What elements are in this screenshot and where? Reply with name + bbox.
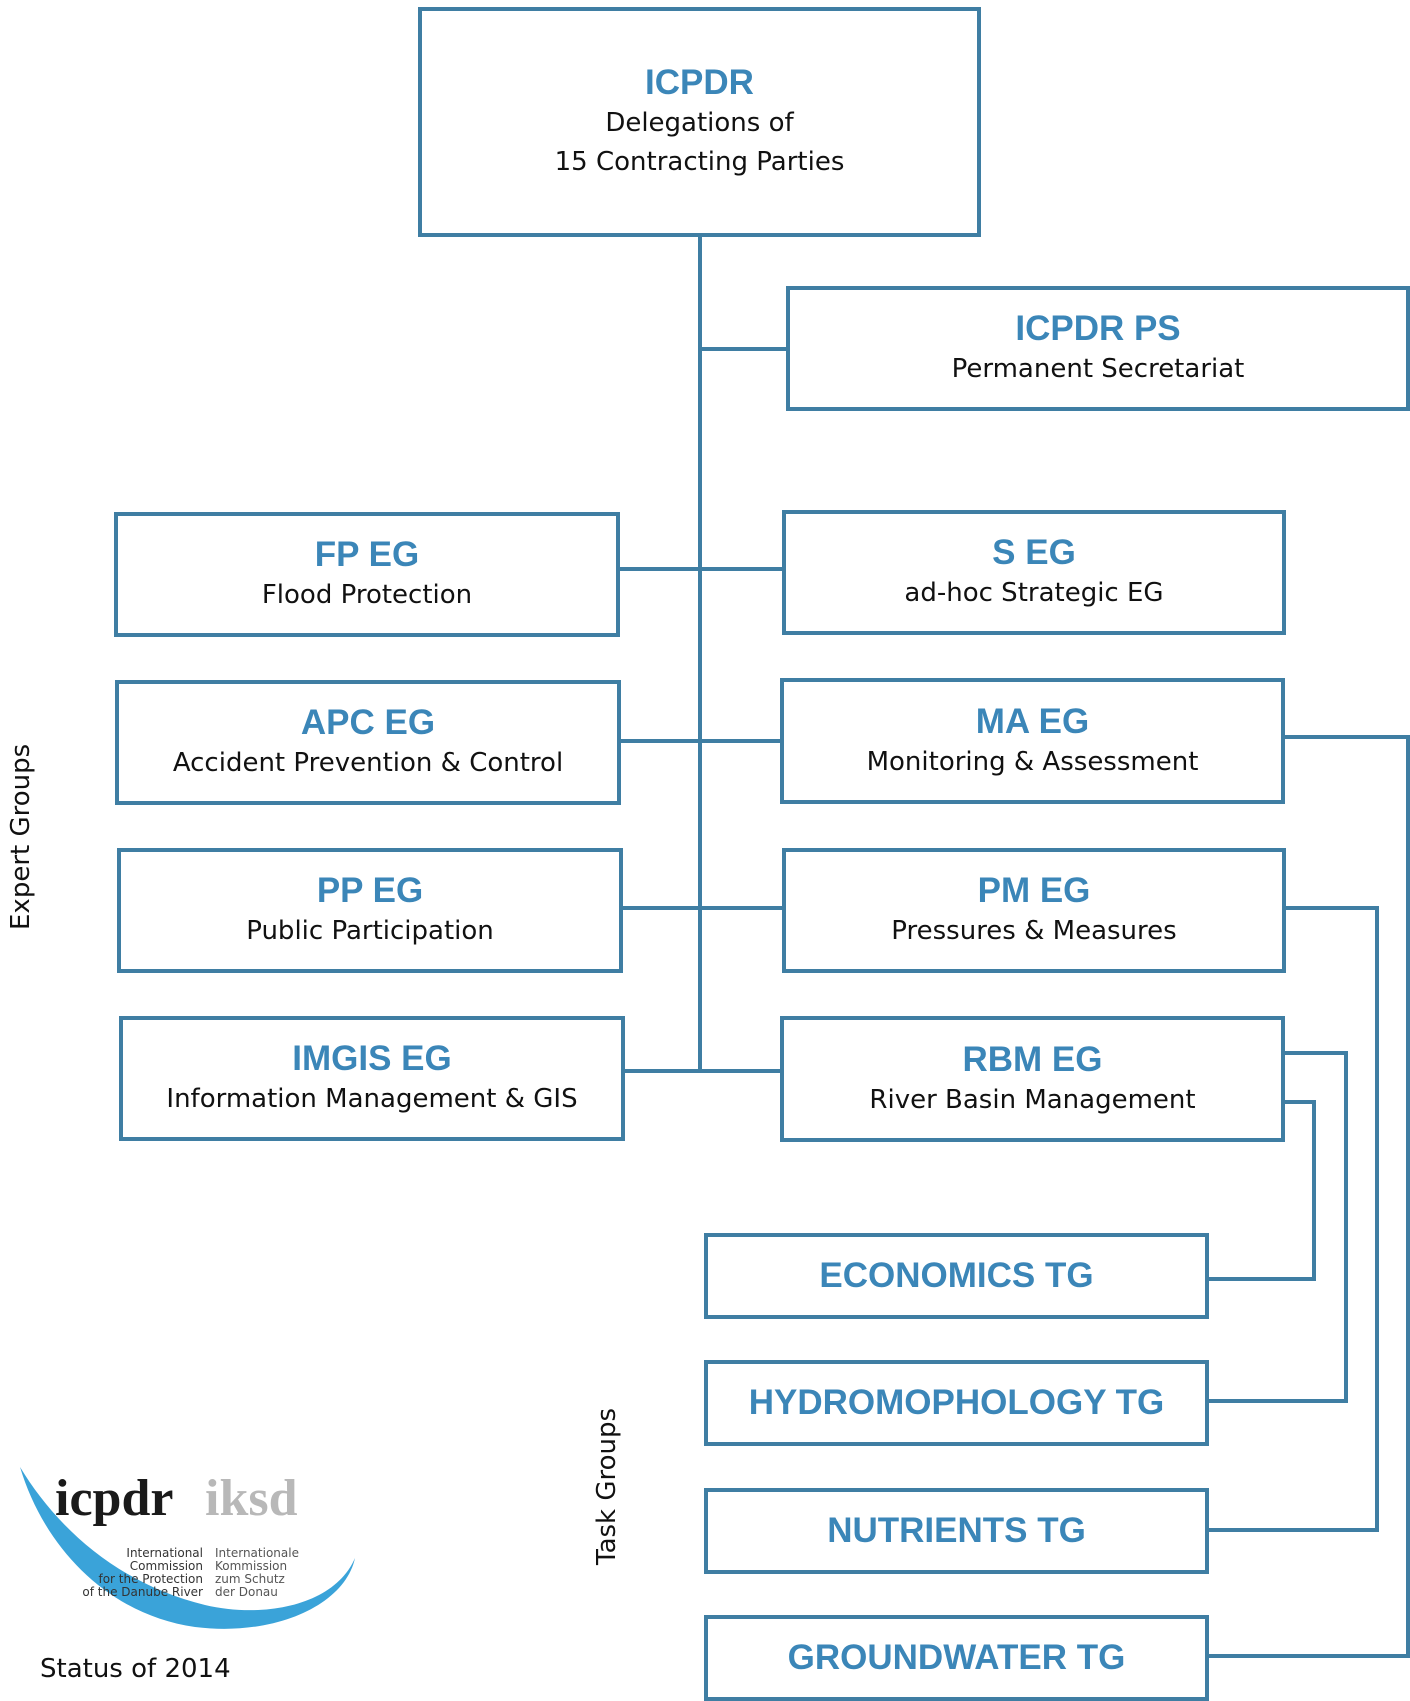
logo-de-text: Internationale Kommission zum Schutz der… bbox=[215, 1547, 335, 1599]
logo-en-line: of the Danube River bbox=[82, 1585, 203, 1599]
eg-abbr: PM EG bbox=[977, 871, 1091, 910]
logo-iksd-wordmark: iksd bbox=[205, 1470, 298, 1527]
s-eg-box: S EG ad-hoc Strategic EG bbox=[782, 510, 1286, 635]
logo-en-text: International Commission for the Protect… bbox=[55, 1547, 203, 1599]
eg-full: Pressures & Measures bbox=[891, 916, 1177, 946]
fp-eg-box: FP EG Flood Protection bbox=[114, 512, 620, 637]
icpdr-ps-title: ICPDR PS bbox=[1015, 309, 1181, 348]
tg-abbr: ECONOMICS TG bbox=[819, 1256, 1094, 1295]
eg-abbr: IMGIS EG bbox=[292, 1039, 452, 1078]
tg-abbr: GROUNDWATER TG bbox=[787, 1638, 1126, 1677]
economics-tg-box: ECONOMICS TG bbox=[704, 1233, 1209, 1319]
icpdr-logo: icpdr iksd International Commission for … bbox=[15, 1465, 365, 1635]
imgis-eg-box: IMGIS EG Information Management & GIS bbox=[119, 1016, 625, 1141]
eg-abbr: MA EG bbox=[975, 701, 1090, 741]
logo-en-line: Commission bbox=[129, 1559, 203, 1573]
logo-icpdr-wordmark: icpdr bbox=[55, 1470, 174, 1527]
ma-eg-box: MA EG Monitoring & Assessment bbox=[780, 678, 1285, 804]
logo-en-line: for the Protection bbox=[98, 1572, 203, 1586]
tg-abbr: HYDROMOPHOLOGY TG bbox=[748, 1383, 1165, 1422]
eg-abbr: S EG bbox=[992, 533, 1076, 572]
icpdr-line1: Delegations of bbox=[605, 108, 794, 138]
task-groups-label: Task Groups bbox=[592, 1407, 622, 1565]
expert-groups-label: Expert Groups bbox=[6, 743, 36, 930]
tg-abbr: NUTRIENTS TG bbox=[827, 1511, 1086, 1550]
eg-full: River Basin Management bbox=[869, 1084, 1196, 1115]
eg-abbr: PP EG bbox=[316, 871, 424, 910]
logo-de-line: der Donau bbox=[215, 1585, 278, 1599]
icpdr-delegations-box: ICPDR Delegations of 15 Contracting Part… bbox=[418, 7, 981, 237]
eg-full: Monitoring & Assessment bbox=[866, 746, 1199, 777]
apc-eg-box: APC EG Accident Prevention & Control bbox=[115, 680, 621, 805]
rbm-eg-box: RBM EG River Basin Management bbox=[780, 1016, 1285, 1142]
logo-en-line: International bbox=[126, 1546, 203, 1560]
hydromophology-tg-box: HYDROMOPHOLOGY TG bbox=[704, 1360, 1209, 1446]
logo-swoosh bbox=[20, 1467, 355, 1629]
status-text: Status of 2014 bbox=[40, 1654, 231, 1684]
icpdr-title: ICPDR bbox=[645, 63, 754, 102]
eg-abbr: RBM EG bbox=[962, 1039, 1103, 1079]
eg-full: Information Management & GIS bbox=[166, 1084, 578, 1114]
eg-full: Flood Protection bbox=[261, 580, 473, 610]
eg-abbr: FP EG bbox=[314, 535, 420, 574]
eg-full: ad-hoc Strategic EG bbox=[904, 578, 1164, 608]
eg-full: Public Participation bbox=[246, 916, 494, 946]
nutrients-tg-box: NUTRIENTS TG bbox=[704, 1488, 1209, 1574]
icpdr-ps-box: ICPDR PS Permanent Secretariat bbox=[786, 286, 1410, 411]
eg-full: Accident Prevention & Control bbox=[172, 748, 564, 778]
pp-eg-box: PP EG Public Participation bbox=[117, 848, 623, 973]
logo-de-line: Internationale bbox=[215, 1546, 299, 1560]
logo-de-line: Kommission bbox=[215, 1559, 288, 1573]
groundwater-tg-box: GROUNDWATER TG bbox=[704, 1615, 1209, 1701]
eg-abbr: APC EG bbox=[300, 703, 436, 742]
icpdr-line2: 15 Contracting Parties bbox=[554, 147, 845, 177]
logo-de-line: zum Schutz bbox=[215, 1572, 285, 1586]
pm-eg-box: PM EG Pressures & Measures bbox=[782, 848, 1286, 973]
icpdr-ps-subtitle: Permanent Secretariat bbox=[951, 354, 1245, 384]
